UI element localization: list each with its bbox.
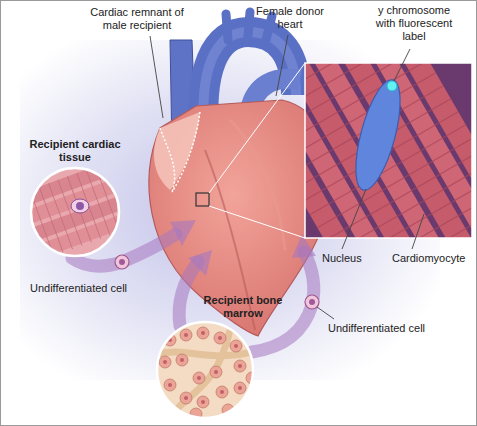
callout-label: Undifferentiated cell — [328, 322, 425, 335]
callout-label: Undifferentiated cell — [30, 282, 127, 295]
callout-label: Nucleus — [322, 252, 362, 265]
tissue-circle: Recipient cardiac tissue — [31, 168, 119, 256]
callout-label: Female donor heart — [255, 5, 325, 31]
tissue-circle: Recipient bone marrow — [157, 322, 253, 418]
callout-label: Cardiomyocyte — [392, 252, 465, 265]
callout-label: y chromosome with fluorescent label — [370, 4, 458, 43]
callout-label: Cardiac remnant of male recipient — [82, 6, 192, 32]
circle-heading: Recipient bone marrow — [197, 294, 289, 320]
circle-heading: Recipient cardiac tissue — [20, 138, 130, 164]
